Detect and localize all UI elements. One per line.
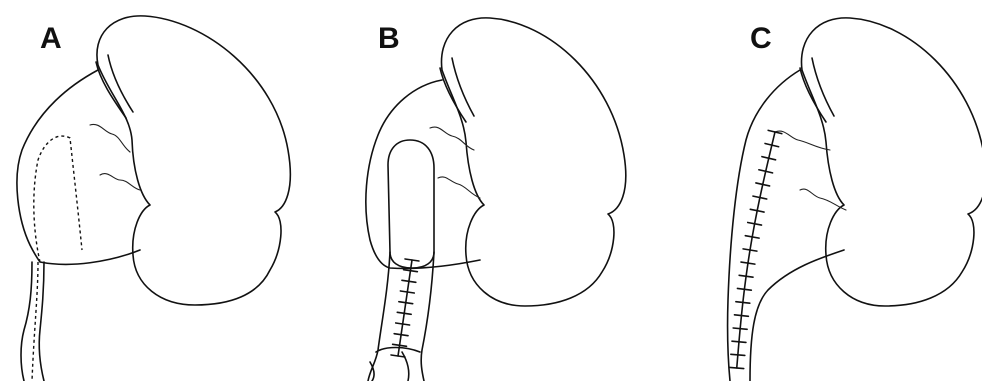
suture-stitch bbox=[734, 315, 748, 316]
ureter-outline bbox=[39, 262, 44, 381]
panel-c: C bbox=[650, 0, 982, 381]
suture-main-line bbox=[398, 260, 412, 356]
suture-stitch bbox=[402, 280, 416, 282]
suture-stitch bbox=[391, 355, 405, 357]
panel-b-drawing bbox=[330, 0, 650, 381]
pelvic-flap-outline bbox=[388, 140, 434, 268]
suture-line bbox=[730, 130, 782, 368]
tubular-flap-outline bbox=[421, 252, 434, 381]
suture-stitch bbox=[397, 312, 411, 314]
suture-stitch bbox=[400, 291, 414, 293]
renal-pelvis-outline bbox=[750, 250, 844, 381]
suture-line bbox=[391, 259, 419, 357]
suture-main-line bbox=[737, 132, 775, 368]
suture-stitch bbox=[739, 275, 753, 277]
vessel-line bbox=[775, 131, 830, 150]
panel-a-drawing bbox=[0, 0, 330, 381]
tubular-flap-outline bbox=[368, 252, 390, 381]
suture-stitch bbox=[743, 249, 757, 251]
suture-stitch bbox=[399, 302, 413, 304]
suture-stitch bbox=[404, 270, 418, 272]
suture-stitch bbox=[737, 288, 751, 290]
kidney-outline bbox=[801, 18, 982, 306]
incision-dashed-line bbox=[34, 136, 82, 262]
suture-stitch bbox=[730, 367, 744, 368]
suture-stitch bbox=[393, 344, 407, 346]
suture-stitch bbox=[396, 323, 410, 325]
suture-stitch bbox=[733, 328, 747, 329]
vessel-line bbox=[90, 124, 130, 152]
panel-b: B bbox=[330, 0, 650, 381]
suture-stitch bbox=[394, 334, 408, 336]
suture-stitch bbox=[731, 354, 745, 355]
ureter-outline bbox=[21, 262, 32, 381]
kidney-hilum-line bbox=[452, 58, 474, 116]
suture-stitch bbox=[736, 302, 750, 304]
kidney-hilum-line bbox=[108, 55, 133, 112]
vessel-line bbox=[100, 174, 140, 190]
panel-c-drawing bbox=[650, 0, 982, 381]
renal-pelvis-outline bbox=[17, 70, 140, 264]
vessel-line bbox=[430, 127, 474, 150]
renal-pelvis-outline bbox=[728, 70, 800, 381]
suture-stitch bbox=[732, 341, 746, 342]
ureter-dashed-line bbox=[32, 262, 38, 381]
suture-stitch bbox=[405, 259, 419, 261]
suture-stitch bbox=[741, 262, 755, 264]
renal-pelvis-outline bbox=[366, 80, 480, 269]
panel-a: A bbox=[0, 0, 330, 381]
kidney-outline bbox=[97, 16, 290, 305]
kidney-hilum-line bbox=[812, 58, 834, 116]
